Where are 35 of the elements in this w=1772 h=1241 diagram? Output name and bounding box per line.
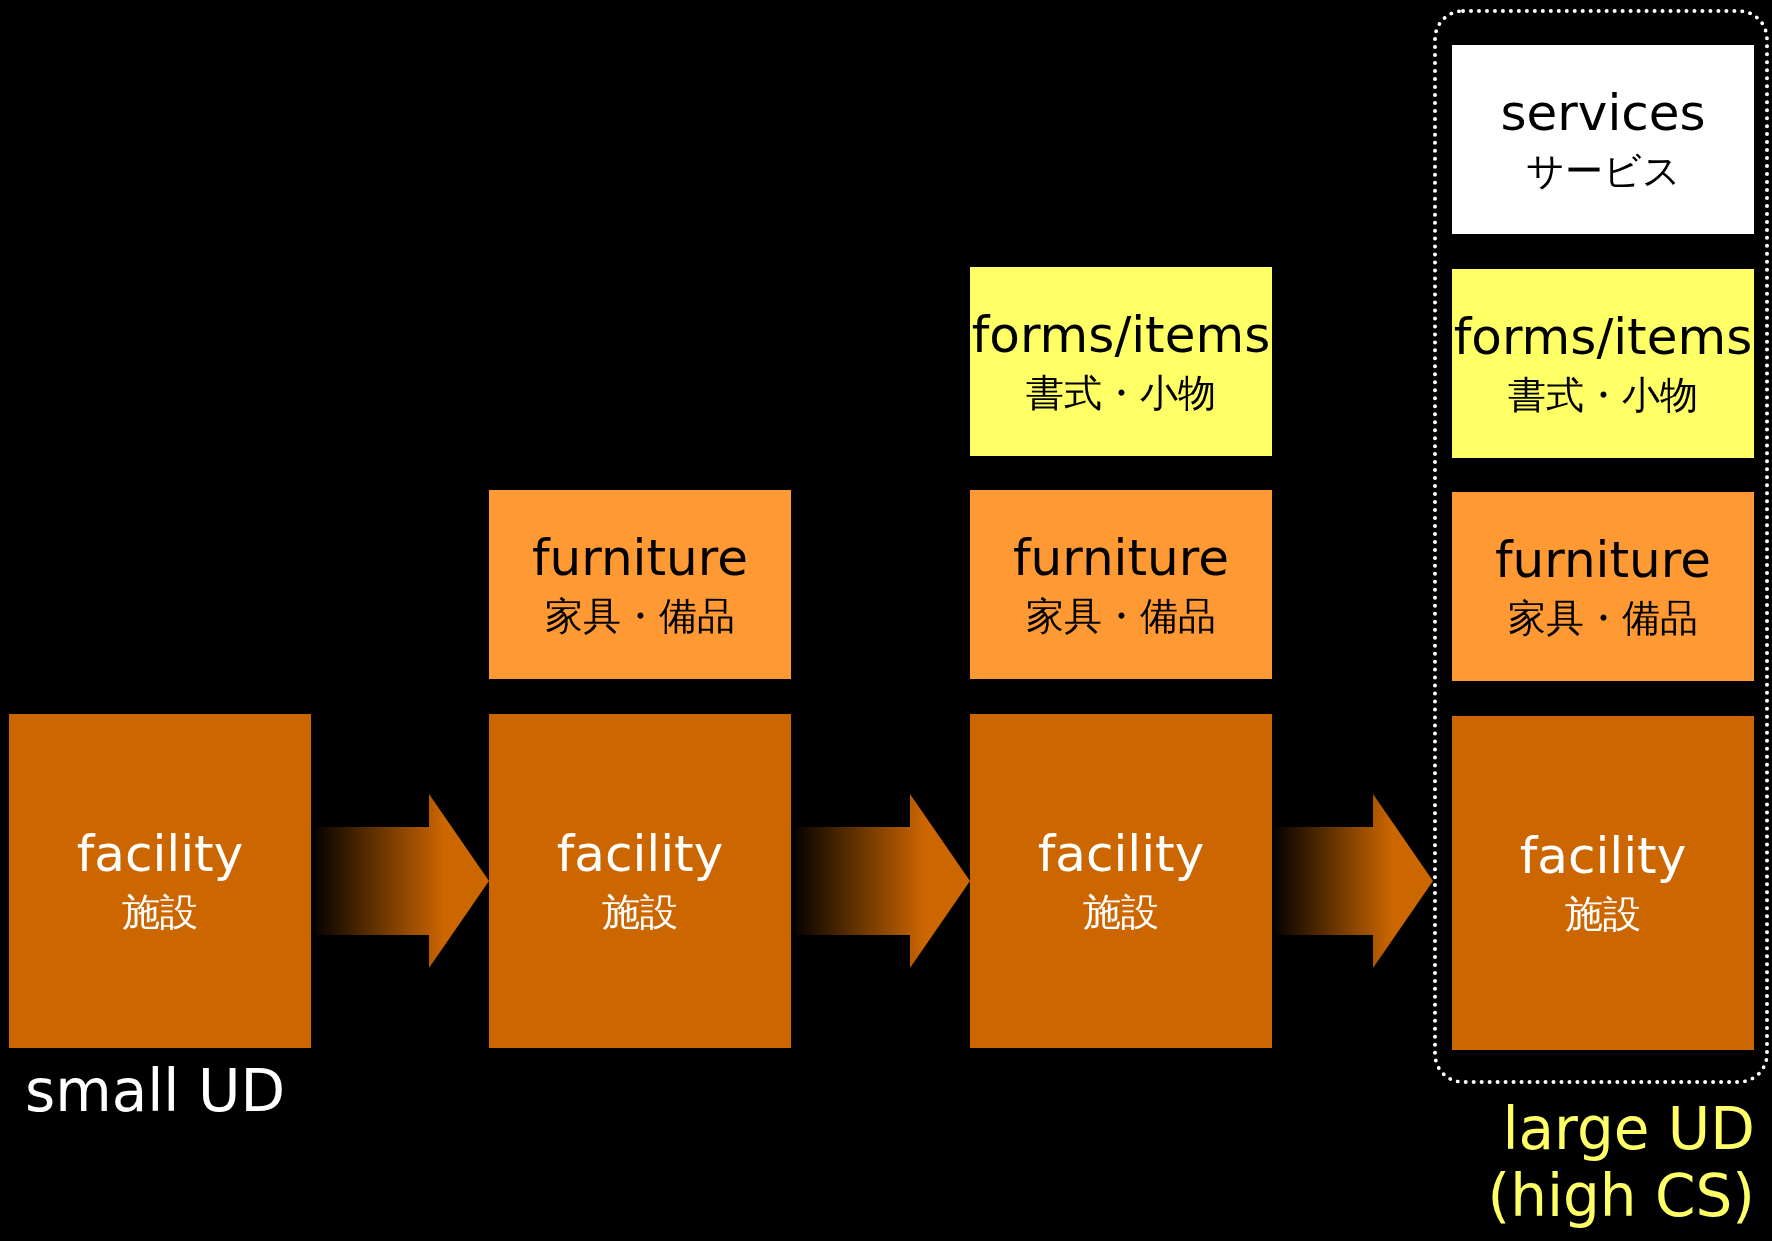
box-subtitle: 施設	[1565, 891, 1641, 939]
furniture-box	[970, 490, 1272, 679]
arrow	[311, 794, 489, 968]
box-subtitle: 施設	[122, 889, 198, 937]
arrow	[1272, 794, 1433, 968]
box-subtitle: 家具・備品	[545, 592, 735, 640]
box-subtitle: 施設	[602, 889, 678, 937]
furniture-box	[1452, 492, 1754, 681]
box-title: furniture	[1012, 527, 1230, 588]
box-title: services	[1500, 82, 1706, 143]
box-subtitle: サービス	[1525, 147, 1681, 195]
box-subtitle: 施設	[1083, 889, 1159, 937]
forms-box	[1452, 269, 1754, 458]
facility-box	[1452, 716, 1754, 1050]
facility-box	[489, 714, 791, 1048]
box-subtitle: 書式・小物	[1508, 371, 1698, 419]
stage-caption: small UD	[25, 1058, 286, 1125]
box-title: furniture	[531, 527, 749, 588]
box-title: facility	[1519, 826, 1687, 887]
box-title: facility	[76, 824, 244, 885]
forms-box	[970, 267, 1272, 456]
furniture-box	[489, 490, 791, 679]
box-title: forms/items	[971, 304, 1271, 365]
dotted-group-frame	[1433, 9, 1769, 1084]
facility-box	[970, 714, 1272, 1048]
box-subtitle: 家具・備品	[1508, 594, 1698, 642]
box-title: facility	[556, 824, 724, 885]
box-title: forms/items	[1453, 306, 1753, 367]
services-box	[1452, 45, 1754, 234]
box-title: facility	[1037, 824, 1205, 885]
box-title: furniture	[1494, 529, 1712, 590]
facility-box	[9, 714, 311, 1048]
stage-caption: large UD (high CS)	[1486, 1096, 1755, 1230]
box-subtitle: 書式・小物	[1026, 369, 1216, 417]
box-subtitle: 家具・備品	[1026, 592, 1216, 640]
